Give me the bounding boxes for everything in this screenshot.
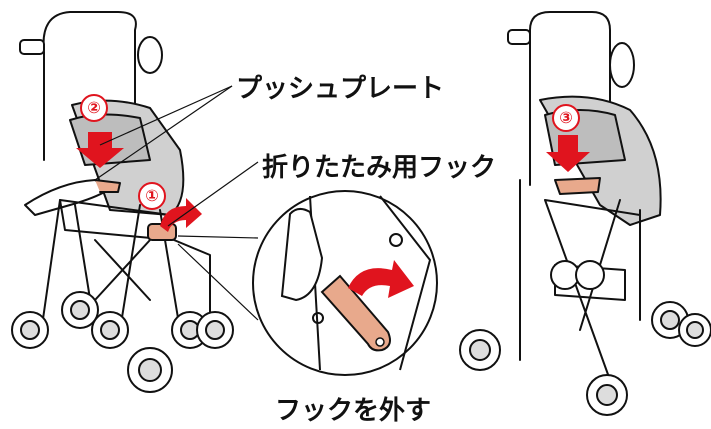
right-cart-illustration bbox=[459, 11, 711, 416]
step-marker-2: ② bbox=[80, 94, 108, 122]
rotate-arrow-zoom bbox=[348, 260, 414, 298]
zoom-detail-circle bbox=[252, 190, 438, 376]
hook-detail bbox=[320, 274, 391, 352]
step-marker-3: ③ bbox=[552, 104, 580, 132]
folding-hook-label: 折りたたみ用フック bbox=[262, 153, 497, 183]
step-marker-1: ① bbox=[138, 182, 166, 210]
left-cart-illustration bbox=[11, 11, 234, 393]
leader-lines bbox=[94, 85, 259, 321]
push-plate-label: プッシュプレート bbox=[236, 74, 445, 104]
push-down-arrow-right bbox=[546, 135, 590, 172]
release-hook-caption: フックを外す bbox=[275, 396, 432, 426]
push-down-arrow bbox=[76, 132, 124, 168]
